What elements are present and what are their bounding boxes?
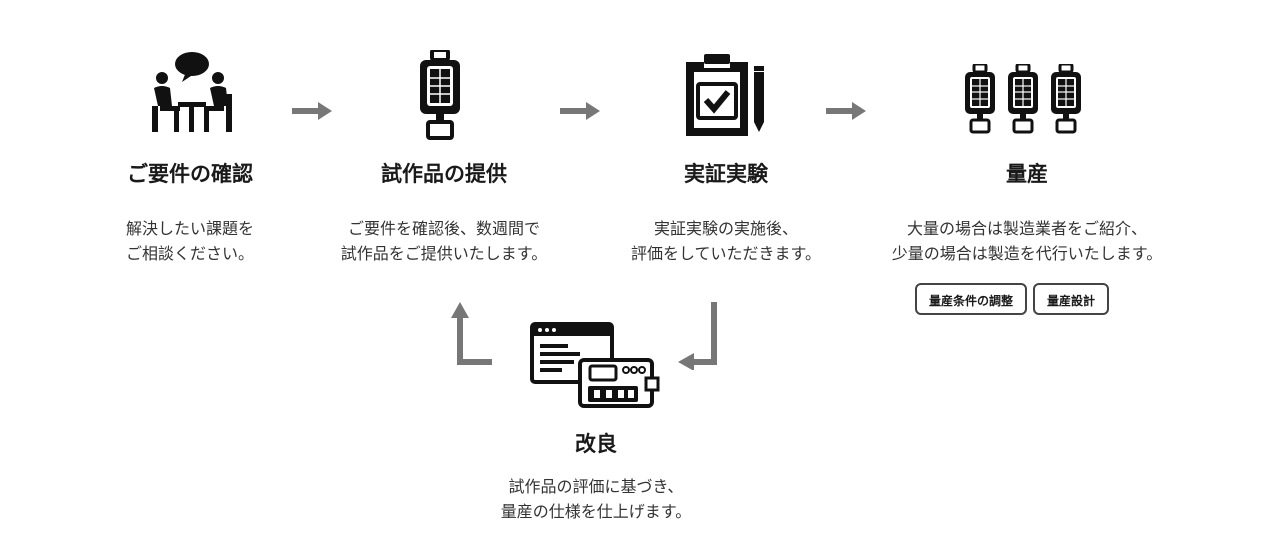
step-2-desc-line-1: ご要件を確認後、数週間で [347,219,540,238]
devices-icon [965,64,1081,134]
step-4-desc-line-2: 少量の場合は製造を代行いたします。 [891,244,1163,263]
loop-back-arrow-icon [451,302,492,365]
arrow-right-icon [292,102,332,120]
improve-title: 改良 [575,432,617,456]
clipboard-check-icon [686,54,764,136]
step-1-desc-line-2: ご相談ください。 [125,244,254,263]
step-4-title: 量産 [1006,162,1048,186]
improve-desc-line-2: 量産の仕様を仕上げます。 [500,502,692,521]
step-1-description: 解決したい課題を ご相談ください。 [90,216,290,266]
step-2-description: ご要件を確認後、数週間で 試作品をご提供いたします。 [314,216,574,266]
step-3-desc-line-1: 実証実験の実施後、 [653,219,798,238]
step-1-title: ご要件の確認 [127,162,253,186]
loop-in-arrow-icon [678,302,717,370]
improve-description: 試作品の評価に基づき、 量産の仕様を仕上げます。 [466,474,726,524]
step-3-desc-line-2: 評価をしていただきます。 [631,244,821,263]
step-4-description: 大量の場合は製造業者をご紹介、 少量の場合は製造を代行いたします。 [857,216,1197,266]
step-2-title: 試作品の提供 [381,162,507,186]
step-4-desc-line-1: 大量の場合は製造業者をご紹介、 [906,219,1147,238]
improve-desc-line-1: 試作品の評価に基づき、 [508,477,684,496]
step-1-desc-line-1: 解決したい課題を [125,219,254,238]
mass-production-tags: 量産条件の調整 量産設計 [915,283,1110,315]
tag-mass-production-design[interactable]: 量産設計 [1033,283,1110,315]
consultation-icon [152,52,232,132]
tag-mass-production-conditions[interactable]: 量産条件の調整 [915,283,1028,315]
arrow-right-icon [826,102,866,120]
step-2-desc-line-2: 試作品をご提供いたします。 [340,244,548,263]
arrow-right-icon [560,102,600,120]
software-hardware-icon [530,322,660,408]
step-3-title: 実証実験 [684,162,768,186]
step-3-description: 実証実験の実施後、 評価をしていただきます。 [596,216,856,266]
device-icon [420,50,460,140]
